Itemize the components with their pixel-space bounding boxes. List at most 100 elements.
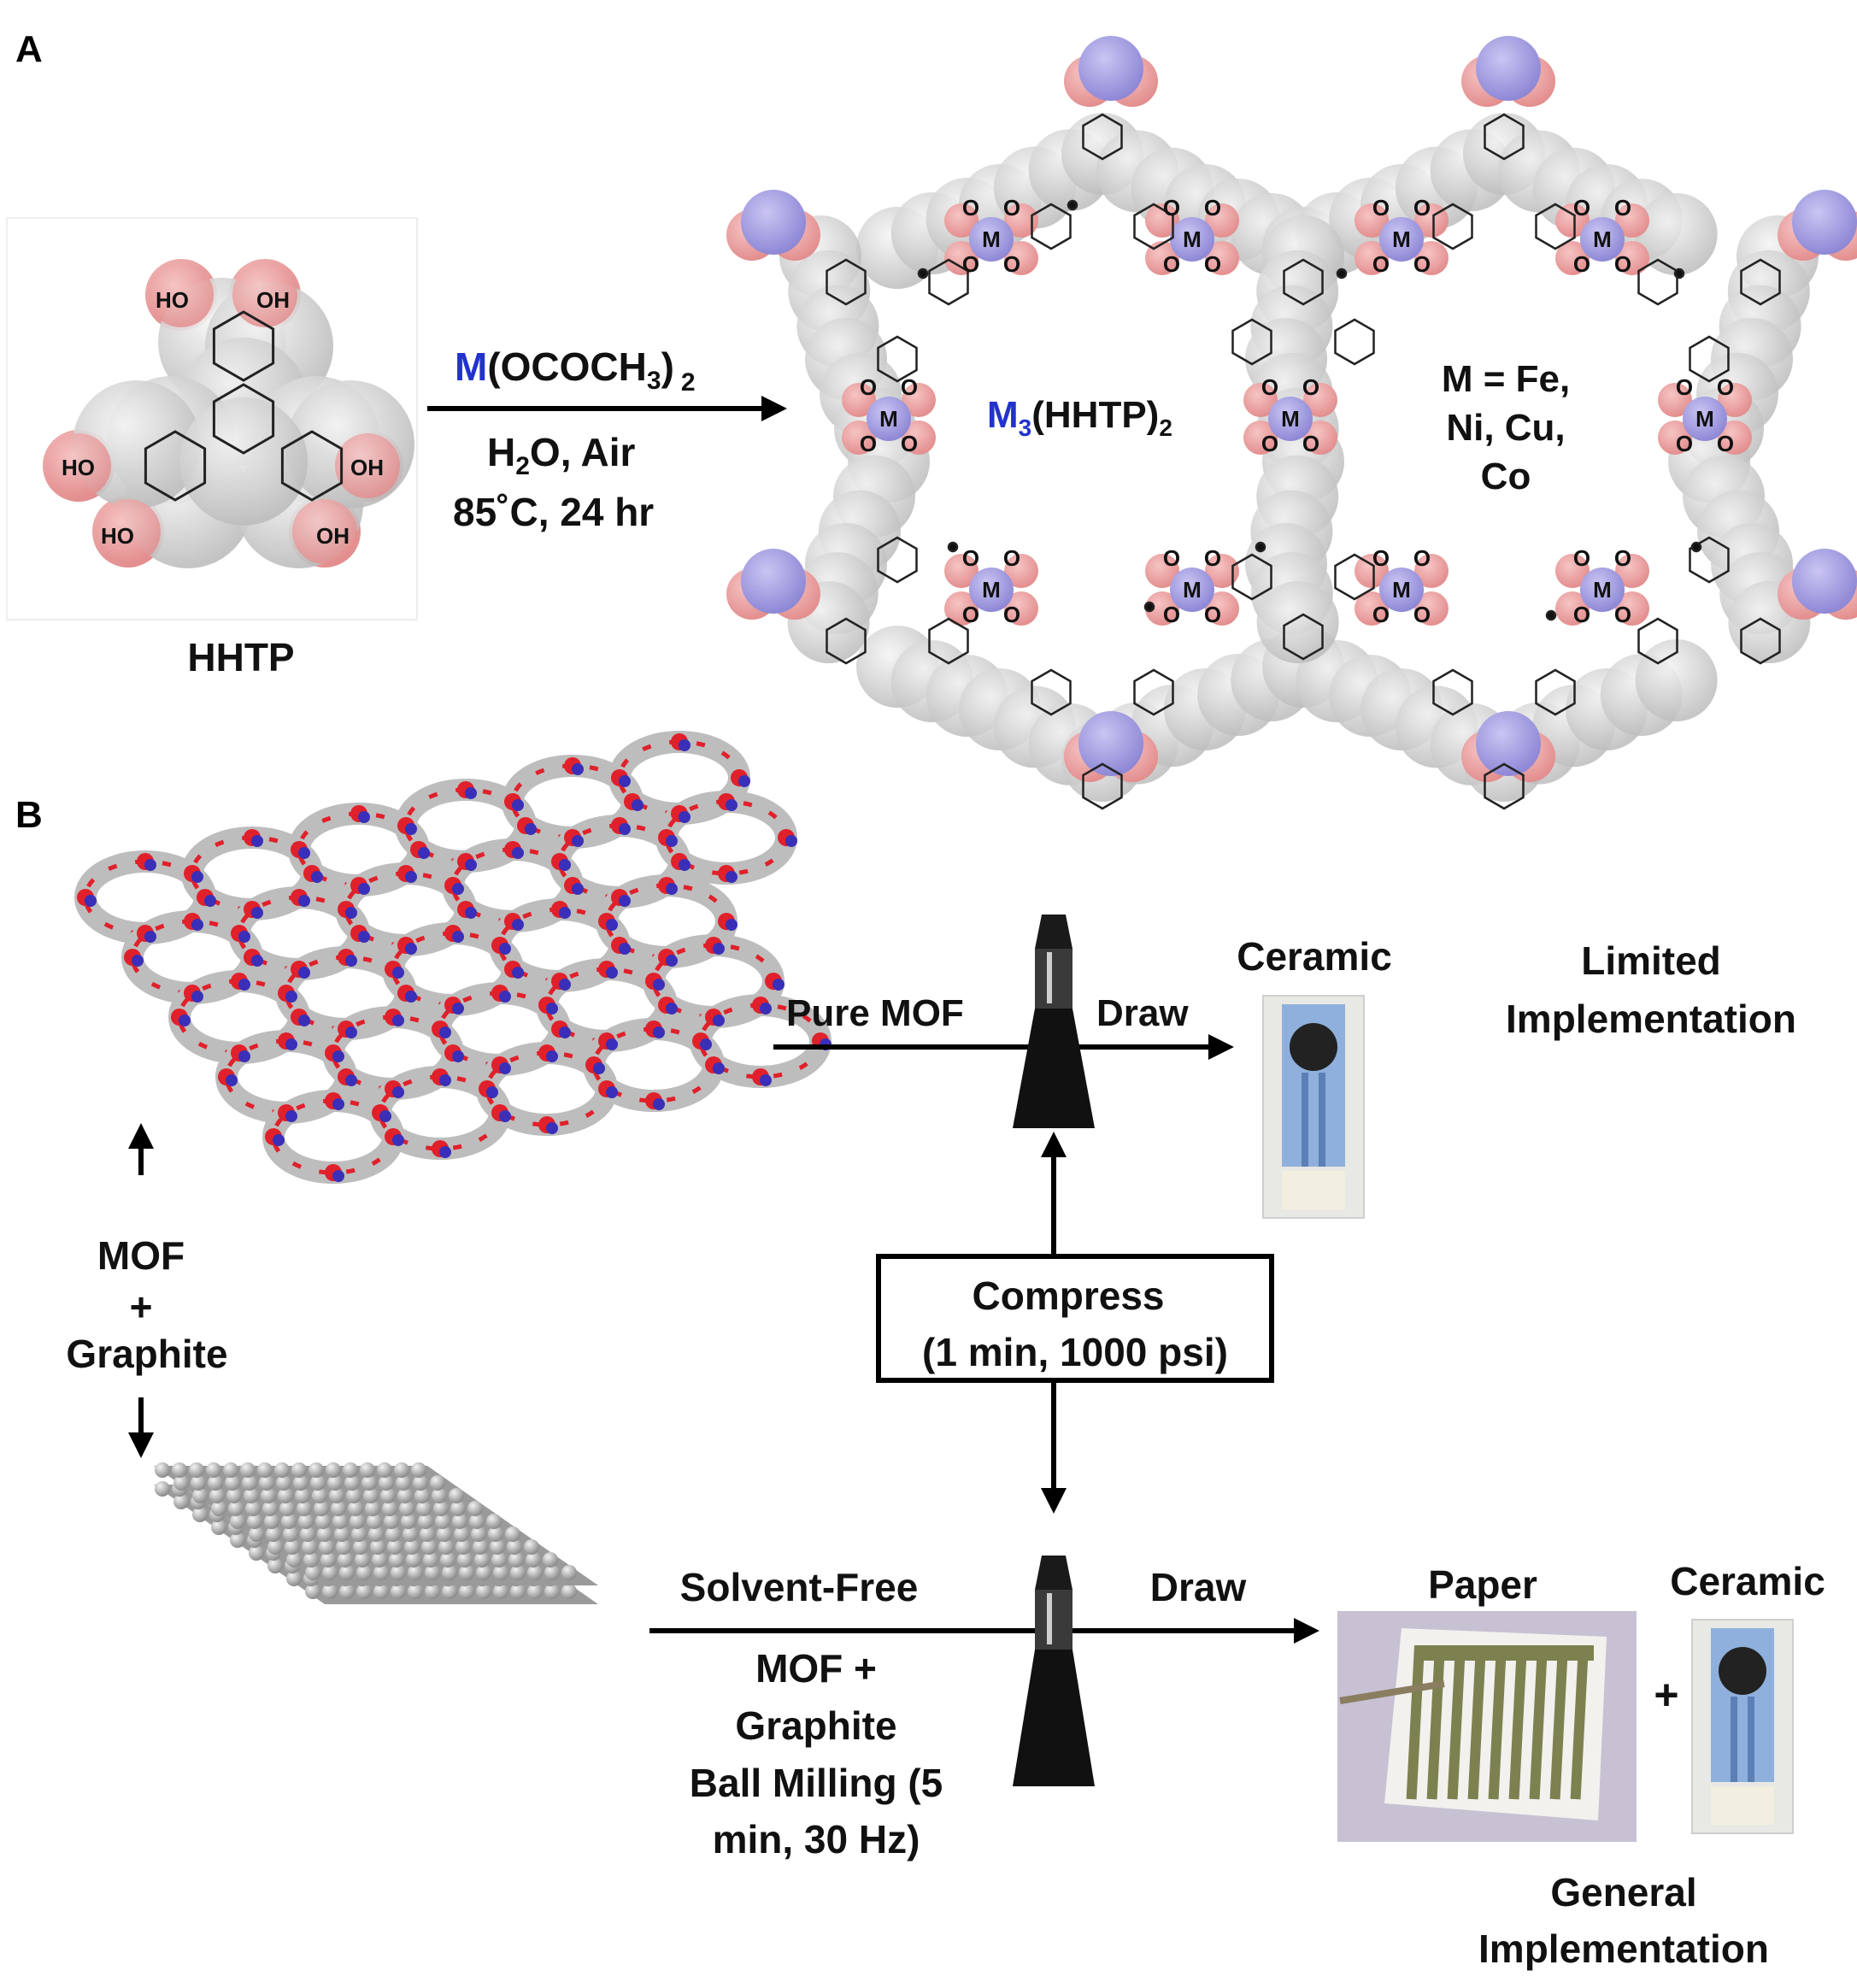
mof-metal-atom: [666, 955, 678, 967]
oxygen-atom-label: O: [1413, 251, 1431, 277]
carbon-atom: [507, 1539, 522, 1555]
carbon-atom: [264, 1514, 279, 1529]
mof-metal-atom: [726, 871, 738, 883]
mof-metal-atom: [285, 1110, 297, 1122]
carbon-atom: [473, 1539, 488, 1555]
carbon-atom: [527, 1565, 543, 1580]
carbon-atom: [505, 1526, 520, 1542]
carbon-atom: [380, 1488, 396, 1503]
oxygen-sphere: [1355, 203, 1389, 238]
mof-metal-atom: [700, 1038, 712, 1050]
carbon-atom: [309, 1462, 324, 1478]
pencil-ferrule: [1035, 1590, 1072, 1650]
oxygen-atom-label: O: [1573, 195, 1590, 221]
oxygen-sphere: [1555, 241, 1590, 275]
carbon-atom: [249, 1526, 264, 1542]
carbon-atom: [242, 1475, 257, 1491]
carbon-atom: [372, 1552, 387, 1567]
oxygen-sphere: [1145, 203, 1179, 238]
mof-metal-atom: [653, 1098, 665, 1110]
ceramic-label-top: Ceramic: [1237, 934, 1392, 979]
mof-metal-atom: [358, 931, 370, 943]
metal-sphere: [1683, 397, 1727, 441]
mof-metal-atom: [760, 1074, 772, 1086]
mof-metal-atom: [606, 919, 618, 931]
carbon-atom: [449, 1488, 464, 1503]
milling-label: min, 30 Hz): [713, 1817, 920, 1862]
carbon-atom: [261, 1488, 276, 1503]
carbon-atom: [247, 1514, 262, 1529]
carbon-atom: [192, 1488, 208, 1503]
carbon-atom: [370, 1539, 385, 1555]
mof-metal-atom: [559, 1026, 571, 1038]
oxygen-atom-label: O: [1163, 602, 1180, 627]
compress-box: [876, 1254, 1274, 1383]
pencil-tip: [1035, 915, 1072, 949]
oxygen-atom-label: O: [1717, 374, 1734, 400]
benzene-ring: [928, 617, 969, 665]
pencil-ferrule: [1035, 949, 1072, 1009]
metal-options: Ni, Cu,: [1446, 407, 1565, 449]
carbon-atom: [209, 1488, 225, 1503]
mof-metal-atom: [606, 1038, 618, 1050]
oxygen-atom-label: O: [1372, 602, 1390, 627]
carbon-atom: [382, 1501, 397, 1516]
carbon-atom: [455, 1539, 471, 1555]
mof-metal-atom: [525, 823, 537, 835]
mof-sheet: [74, 731, 832, 1184]
carbon-atom: [329, 1488, 344, 1503]
mof-metal-atom: [499, 1110, 511, 1122]
benzene-ring: [1535, 668, 1576, 716]
radical-dot: [947, 541, 959, 553]
carbon-atom: [361, 1475, 377, 1491]
oxygen-atom-label: O: [1372, 195, 1390, 221]
benzene-ring: [1484, 113, 1525, 161]
oxygen-sphere: [1303, 383, 1337, 417]
radical-dot: [1545, 609, 1557, 621]
metal-sphere: [1476, 711, 1541, 776]
mof-metal-atom: [726, 799, 738, 811]
benzene-ring: [877, 335, 918, 383]
oxygen-sphere: [902, 383, 936, 417]
carbon-atom: [413, 1475, 428, 1491]
carbon-atom: [423, 1552, 438, 1567]
metal-sphere: [1580, 217, 1625, 262]
oxygen-sphere: [1004, 554, 1038, 588]
electrode-stripe: [1447, 1645, 1466, 1800]
carbon-atom: [467, 1501, 483, 1516]
graphite-layers: [154, 1462, 598, 1604]
carbon-atom: [356, 1584, 372, 1599]
mof-metal-atom: [572, 835, 584, 847]
carbon-atom: [437, 1526, 452, 1542]
mof-metal-atom: [298, 1015, 310, 1026]
oxygen-sphere: [944, 241, 978, 275]
carbon-atom: [425, 1584, 440, 1599]
carbon-atom: [322, 1584, 338, 1599]
carbon-atom: [459, 1584, 474, 1599]
carbon-atom: [356, 1565, 372, 1580]
oxygen-sphere: [1555, 203, 1590, 238]
metal-sphere: [1170, 568, 1214, 612]
hydroxyl-label: HO: [156, 287, 189, 313]
carbon-atom: [298, 1514, 314, 1529]
metal-sphere: [1078, 36, 1143, 101]
oxygen-atom-label: O: [1372, 545, 1390, 571]
carbon-atom: [344, 1475, 360, 1491]
mof-metal-atom: [179, 1015, 191, 1026]
carbon-atom: [474, 1552, 490, 1567]
carbon-atom: [317, 1526, 332, 1542]
carbon-atom: [384, 1514, 399, 1529]
oxygen-sphere: [1414, 554, 1449, 588]
oxygen-sphere: [1615, 591, 1649, 626]
mof-drawn-spot: [1719, 1647, 1766, 1695]
carbon-atom: [442, 1565, 457, 1580]
oxygen-sphere: [842, 383, 876, 417]
carbon-atom: [266, 1526, 281, 1542]
carbon-atom: [526, 1552, 541, 1567]
carbon-atom: [192, 1507, 208, 1522]
carbon-atom: [305, 1584, 320, 1599]
mof-metal-atom: [298, 847, 310, 859]
mof-metal-atom: [559, 859, 571, 871]
carbon-atom: [339, 1584, 355, 1599]
